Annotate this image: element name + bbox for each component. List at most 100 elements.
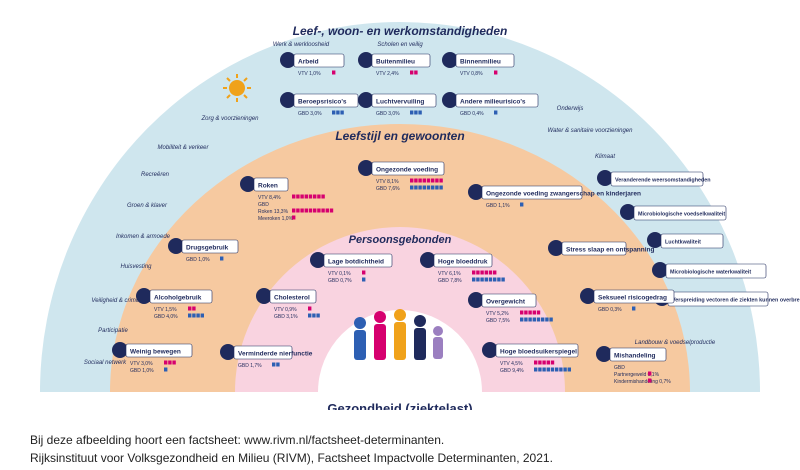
stat-square xyxy=(536,310,541,315)
determinant-card[interactable]: Microbiologische waterkwaliteit xyxy=(652,262,767,279)
stat-square xyxy=(534,367,538,372)
determinant-icon xyxy=(256,288,272,304)
determinant-label: Drugsgebruik xyxy=(186,245,229,252)
stat-square xyxy=(410,185,414,190)
stat-square xyxy=(272,362,276,367)
determinant-stat: GBD 4,0% xyxy=(154,314,178,320)
stat-square xyxy=(426,178,431,183)
inner-ring-title: Persoonsgebonden xyxy=(349,234,452,246)
determinant-icon xyxy=(358,160,374,176)
footer-line-2: Rijksinstituut voor Volksgezondheid en M… xyxy=(30,451,553,465)
determinant-label-box xyxy=(149,289,213,304)
determinant-label: Alcoholgebruik xyxy=(154,295,202,302)
stat-square xyxy=(488,277,493,282)
determinant-label-box xyxy=(433,253,493,268)
determinant-icon xyxy=(136,288,152,304)
outer-arc-label: Recreëren xyxy=(141,172,170,178)
stat-square xyxy=(538,367,542,372)
determinant-label-box xyxy=(253,177,289,192)
determinant-label-box xyxy=(269,289,317,304)
determinant-icon xyxy=(168,238,184,254)
determinant-card[interactable]: Ongezonde voeding zwangerschap en kinder… xyxy=(468,184,641,209)
stat-square xyxy=(317,208,321,213)
determinant-card[interactable]: Verspreiding vectoren die ziekten kunnen… xyxy=(654,290,800,307)
determinant-label-box xyxy=(660,233,724,249)
determinant-stat: VTV 0,1% xyxy=(328,271,351,277)
determinant-stat: GBD 9,4% xyxy=(500,368,524,374)
stat-square xyxy=(476,270,480,275)
determinant-stat: GBD 0,3% xyxy=(598,307,622,313)
stat-square xyxy=(538,360,542,365)
determinant-card[interactable]: Microbiologische voedselkwaliteit xyxy=(620,204,727,221)
stat-square xyxy=(435,185,439,190)
determinant-label-box xyxy=(293,53,345,68)
determinant-stat: VTV 1,0% xyxy=(298,71,321,77)
stat-square xyxy=(304,208,308,213)
outer-arc-label: Sociaal netwerk xyxy=(84,360,127,366)
stat-square xyxy=(410,70,414,75)
stat-square xyxy=(316,313,320,318)
determinant-icon xyxy=(548,240,564,256)
stat-square xyxy=(192,313,196,318)
determinant-stat: VTV 0,8% xyxy=(460,71,483,77)
stat-square xyxy=(426,185,431,190)
determinant-label-box xyxy=(665,263,767,279)
stat-square xyxy=(418,185,422,190)
determinant-label-box xyxy=(481,185,583,200)
rainbow-diagram: Leef-, woon- en werkomstandigheden Leefs… xyxy=(40,22,800,416)
determinant-stat: VTV 3,0% xyxy=(130,361,153,367)
determinant-stat: VTV 8,4% xyxy=(258,195,281,201)
stat-square xyxy=(308,306,312,311)
stat-square xyxy=(296,194,300,199)
stat-square xyxy=(292,215,296,220)
determinant-icon xyxy=(468,184,484,200)
stat-square xyxy=(292,208,296,213)
determinant-label-box xyxy=(561,241,627,256)
stat-square xyxy=(321,208,325,213)
stat-square xyxy=(484,270,488,275)
stat-square xyxy=(313,194,317,199)
determinant-label: Lage botdichtheid xyxy=(328,259,384,266)
determinant-stat: Roken 13,3% xyxy=(258,209,289,215)
determinant-label-box xyxy=(181,239,239,254)
determinant-stat: GBD 1,1% xyxy=(486,203,510,209)
determinant-card[interactable]: Luchtkwaliteit xyxy=(647,232,724,249)
determinant-card[interactable]: Veranderende weersomstandigheden xyxy=(597,170,711,187)
people-icon xyxy=(354,309,443,360)
determinant-label-box xyxy=(495,343,579,358)
determinant-card[interactable]: Stress slaap en ontspanning xyxy=(548,240,655,256)
determinant-stat: GBD 7,8% xyxy=(438,278,462,284)
outer-arc-label: Mobiliteit & verkeer xyxy=(157,145,209,151)
determinant-label: Beroepsrisico's xyxy=(298,99,347,106)
determinant-icon xyxy=(442,52,458,68)
stat-square xyxy=(317,194,321,199)
determinant-label: Hoge bloeddruk xyxy=(438,259,488,266)
stat-square xyxy=(472,277,476,282)
stat-square xyxy=(164,360,168,365)
determinant-label: Andere milieurisico's xyxy=(460,99,526,106)
outer-arc-label: Onderwijs xyxy=(557,106,584,112)
determinant-label-box xyxy=(481,293,537,308)
stat-square xyxy=(422,178,426,183)
determinant-stat: VTV 1,5% xyxy=(154,307,177,313)
stat-square xyxy=(550,360,555,365)
